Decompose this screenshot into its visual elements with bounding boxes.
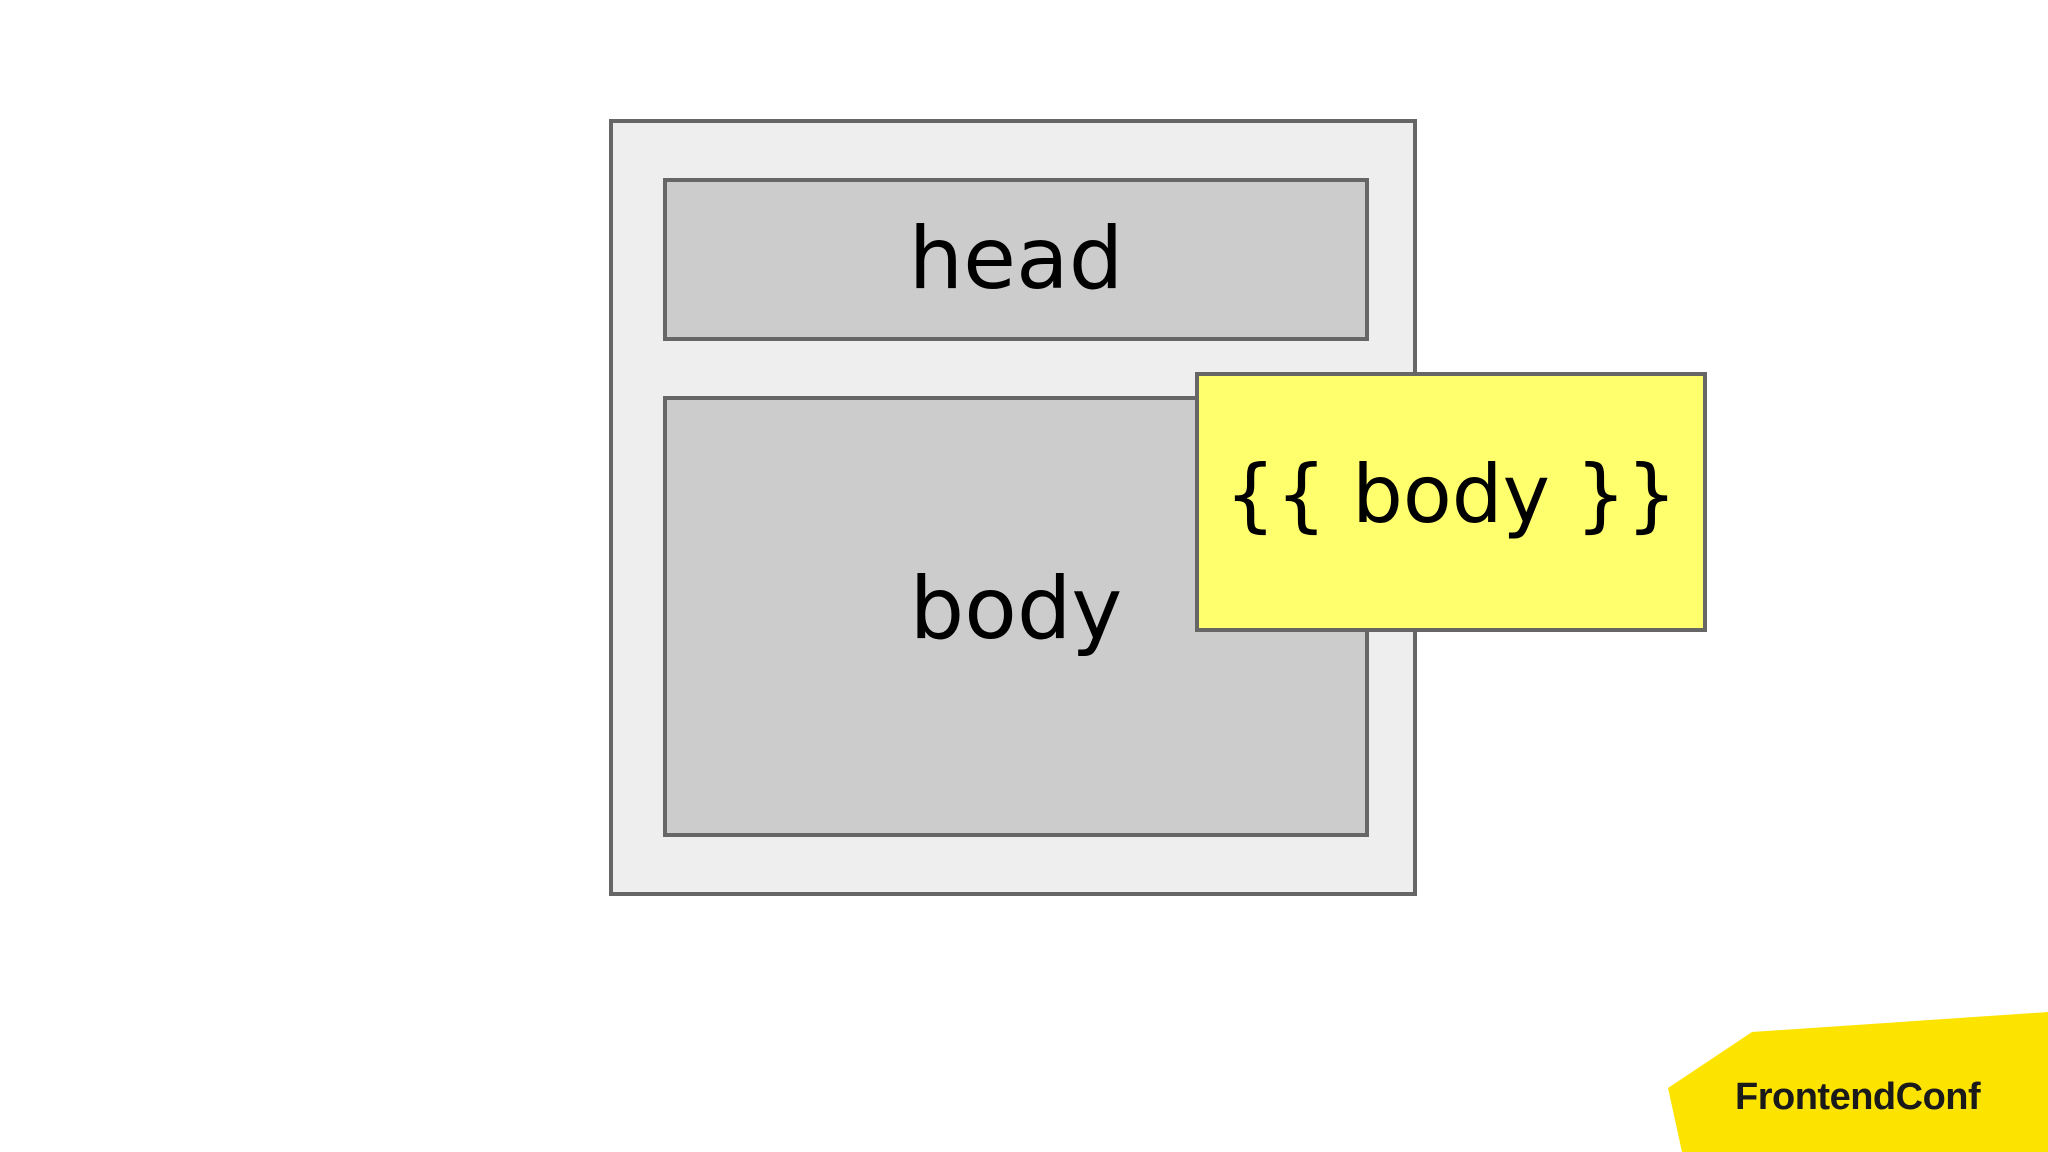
brand-banner (1668, 1012, 2048, 1152)
template-placeholder-box (1195, 372, 1707, 632)
template-placeholder-label: {{ body }} (1224, 448, 1678, 541)
head-box (663, 178, 1369, 341)
body-label: body (909, 559, 1123, 659)
brand-logo-text: FrontendConf (1735, 1076, 1981, 1118)
brand-banner-shape (1668, 1012, 2048, 1152)
head-label: head (908, 209, 1124, 309)
